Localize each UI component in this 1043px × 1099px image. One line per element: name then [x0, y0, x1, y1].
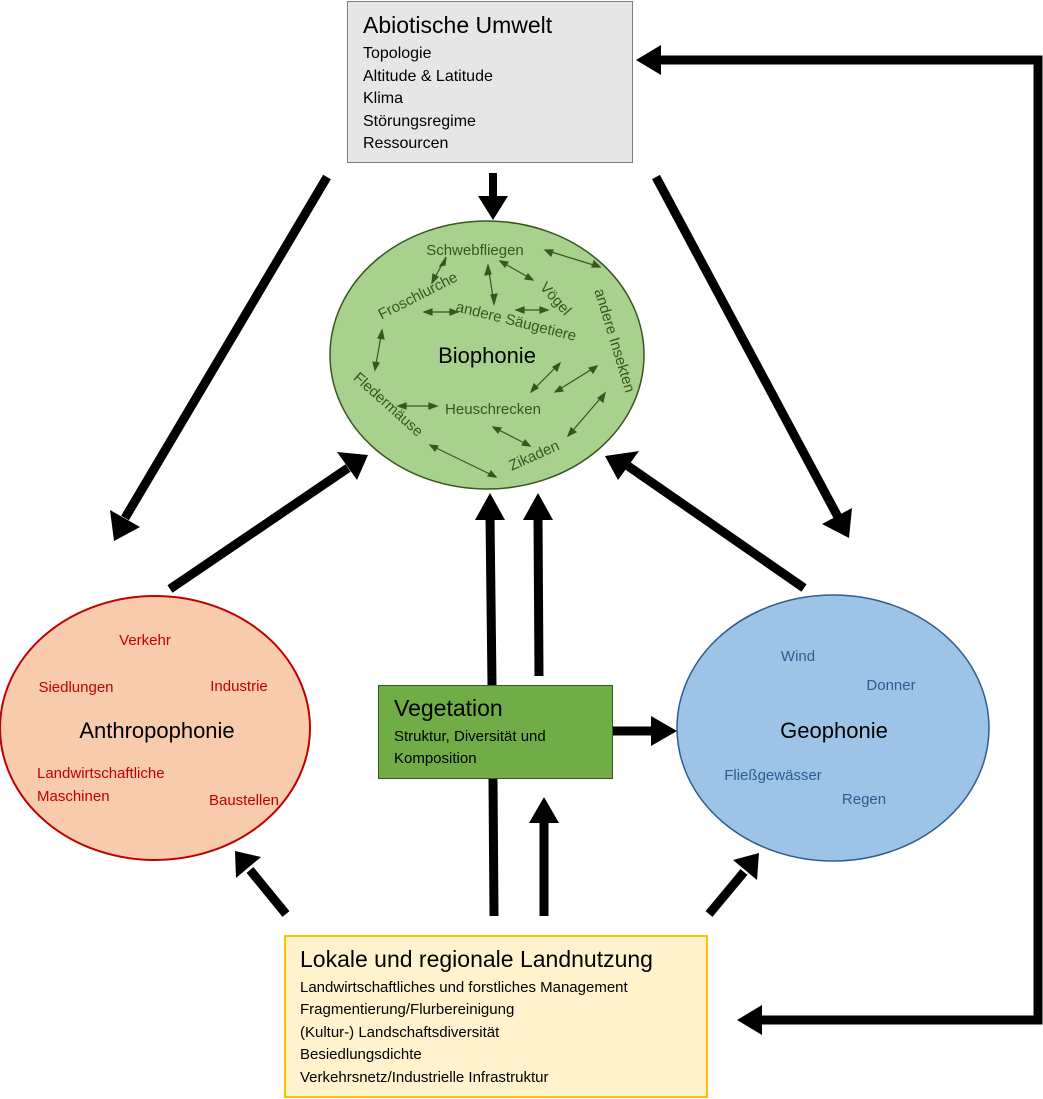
abiotic-environment-box: Abiotische Umwelt Topologie Altitude & L…	[347, 1, 633, 163]
arrow-vegetation-to-biophony-1	[485, 515, 497, 686]
arrow-landuse-to-anthropophony	[246, 867, 290, 917]
abiotic-item: Ressourcen	[363, 135, 449, 152]
abiotic-item: Klima	[363, 90, 404, 107]
anthropophony-ellipse	[0, 595, 311, 861]
arrow-feedback-loop	[658, 55, 1043, 1025]
anthropophony-title: Anthropophonie	[79, 718, 234, 743]
arrow-head	[605, 451, 639, 480]
landuse-title: Lokale und regionale Landnutzung	[300, 946, 653, 972]
arrow-landuse-to-geophony	[705, 869, 748, 917]
biophony-title: Biophonie	[438, 343, 536, 368]
geophony-labels: Geophonie Wind Donner Fließgewässer Rege…	[724, 648, 915, 808]
landuse-box: Lokale und regionale Landnutzung Landwir…	[284, 935, 708, 1098]
abiotic-title: Abiotische Umwelt	[363, 12, 553, 38]
species-label: Heuschrecken	[445, 401, 541, 418]
arrow-head	[737, 1005, 762, 1035]
source-label: Baustellen	[209, 792, 279, 809]
arrow-head	[733, 853, 759, 880]
source-label: Donner	[866, 677, 915, 694]
arrow-head	[822, 508, 852, 538]
species-label: Schwebfliegen	[426, 242, 524, 259]
landuse-item: Besiedlungsdichte	[300, 1046, 422, 1064]
arrow-head	[475, 493, 505, 520]
vegetation-box: Vegetation Struktur, Diversität und Komp…	[378, 685, 613, 779]
arrow-vegetation-to-biophony-2	[533, 515, 544, 677]
source-label: Siedlungen	[38, 679, 113, 696]
landuse-item: Verkehrsnetz/Industrielle Infrastruktur	[300, 1068, 549, 1086]
arrow-abiotic-to-anthropophony	[121, 174, 331, 521]
arrow-head	[235, 851, 261, 878]
arrow-head	[478, 196, 508, 220]
arrow-head	[529, 797, 559, 823]
species-interaction-arrows	[372, 249, 606, 478]
source-label: Industrie	[210, 678, 268, 695]
arrow-head	[337, 452, 368, 480]
vegetation-line: Komposition	[394, 750, 477, 767]
source-label: Verkehr	[119, 632, 171, 649]
arrow-geophony-to-biophony	[625, 462, 807, 592]
arrow-head	[110, 510, 140, 541]
vegetation-line: Struktur, Diversität und	[394, 728, 546, 745]
arrow-anthropophony-to-biophony	[167, 464, 351, 593]
landuse-item: Landwirtschaftliches und forstliches Man…	[300, 979, 628, 996]
arrow-landuse-line	[488, 778, 499, 917]
abiotic-item: Topologie	[363, 45, 432, 62]
anthropophony-labels: Anthropophonie Verkehr Siedlungen Indust…	[37, 632, 279, 809]
arrow-head	[523, 493, 553, 520]
source-label: Wind	[781, 648, 815, 665]
source-label: Regen	[842, 791, 886, 808]
geophony-ellipse	[676, 594, 990, 862]
big-arrows	[110, 45, 1043, 1035]
biophony-ellipse	[329, 220, 645, 490]
arrow-head	[651, 716, 677, 746]
source-label: Maschinen	[37, 788, 110, 805]
landuse-item: (Kultur-) Landschaftsdiversität	[300, 1023, 500, 1041]
abiotic-item: Altitude & Latitude	[363, 67, 493, 85]
arrow-abiotic-to-geophony	[652, 174, 842, 520]
vegetation-title: Vegetation	[394, 695, 503, 721]
geophony-title: Geophonie	[780, 718, 888, 743]
source-label: Fließgewässer	[724, 767, 822, 784]
abiotic-item: Störungsregime	[363, 112, 476, 130]
source-label: Landwirtschaftliche	[37, 765, 165, 782]
arrow-head	[636, 45, 661, 75]
landuse-item: Fragmentierung/Flurbereinigung	[300, 1001, 515, 1019]
